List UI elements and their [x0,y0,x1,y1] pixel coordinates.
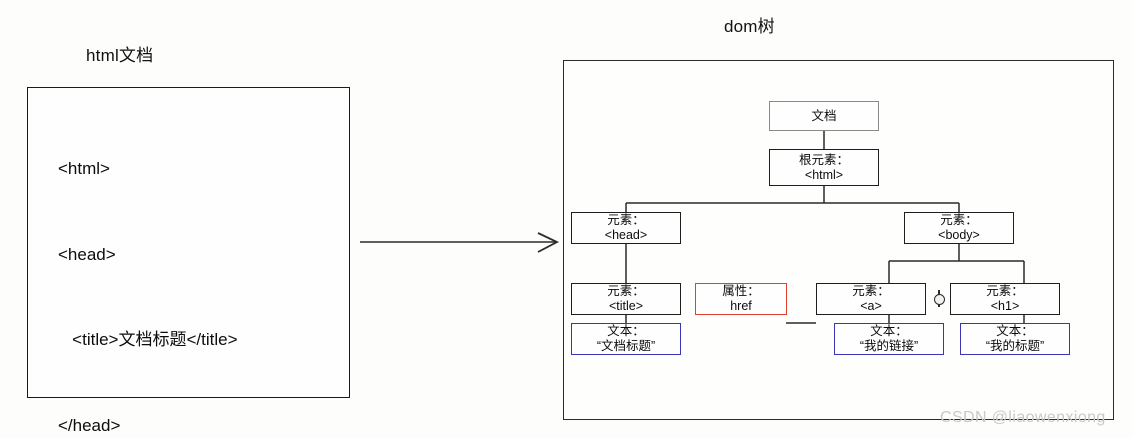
tree-node-document[interactable]: 文档 [769,101,879,131]
dom-tree-panel: 文档 根元素： <html> 元素： <head> 元素： <body> 元素：… [563,60,1114,420]
connector-handle-icon[interactable] [934,294,945,305]
node-line-2: <head> [604,228,648,242]
node-line-1: 文本： [870,324,908,338]
tree-node-text-title[interactable]: 文本： “文档标题” [571,323,681,355]
tree-node-title[interactable]: 元素： <title> [571,283,681,315]
node-line-1: 文本： [607,324,645,338]
tree-node-text-heading[interactable]: 文本： “我的标题” [960,323,1070,355]
dom-tree-title: dom树 [724,17,775,36]
node-line-1: 文本： [996,324,1034,338]
node-line-2: “文档标题” [596,339,656,353]
node-line-1: 文档 [811,108,837,123]
tree-node-root-html[interactable]: 根元素： <html> [769,149,879,186]
tree-node-attribute-href[interactable]: 属性： href [695,283,787,315]
node-line-2: <body> [938,228,980,242]
node-line-2: href [730,299,752,313]
node-line-2: <title> [608,299,644,313]
node-line-2: <a> [860,299,882,313]
node-line-1: 元素： [852,284,890,298]
tree-node-h1[interactable]: 元素： <h1> [950,283,1060,315]
tree-node-body[interactable]: 元素： <body> [904,212,1014,244]
node-line-2: “我的链接” [859,339,919,353]
transform-arrow [360,228,560,256]
tree-node-anchor[interactable]: 元素： <a> [816,283,926,315]
node-line-1: 元素： [986,284,1024,298]
code-line: </head> [58,415,121,435]
node-line-1: 元素： [607,284,645,298]
code-line: <html> [58,159,110,178]
tree-node-head[interactable]: 元素： <head> [571,212,681,244]
node-line-1: 元素： [607,213,645,227]
tree-node-text-link[interactable]: 文本： “我的链接” [834,323,944,355]
html-document-title: html文档 [86,46,154,65]
html-code-block: <html> <head> <title>文档标题</title> </head… [58,98,269,438]
node-line-1: 元素： [940,213,978,227]
csdn-watermark: CSDN @liaowenxiong [940,409,1106,426]
code-line: <head> [58,244,116,264]
node-line-2: <html> [804,167,844,182]
html-document-panel: <html> <head> <title>文档标题</title> </head… [27,87,350,435]
code-line: <title>文档标题</title> [58,330,238,349]
tree-connector-lines [625,131,1025,324]
node-line-2: <h1> [990,299,1020,313]
node-line-1: 属性： [722,284,760,298]
node-line-2: “我的标题” [985,339,1045,353]
node-line-1: 根元素： [798,152,849,167]
